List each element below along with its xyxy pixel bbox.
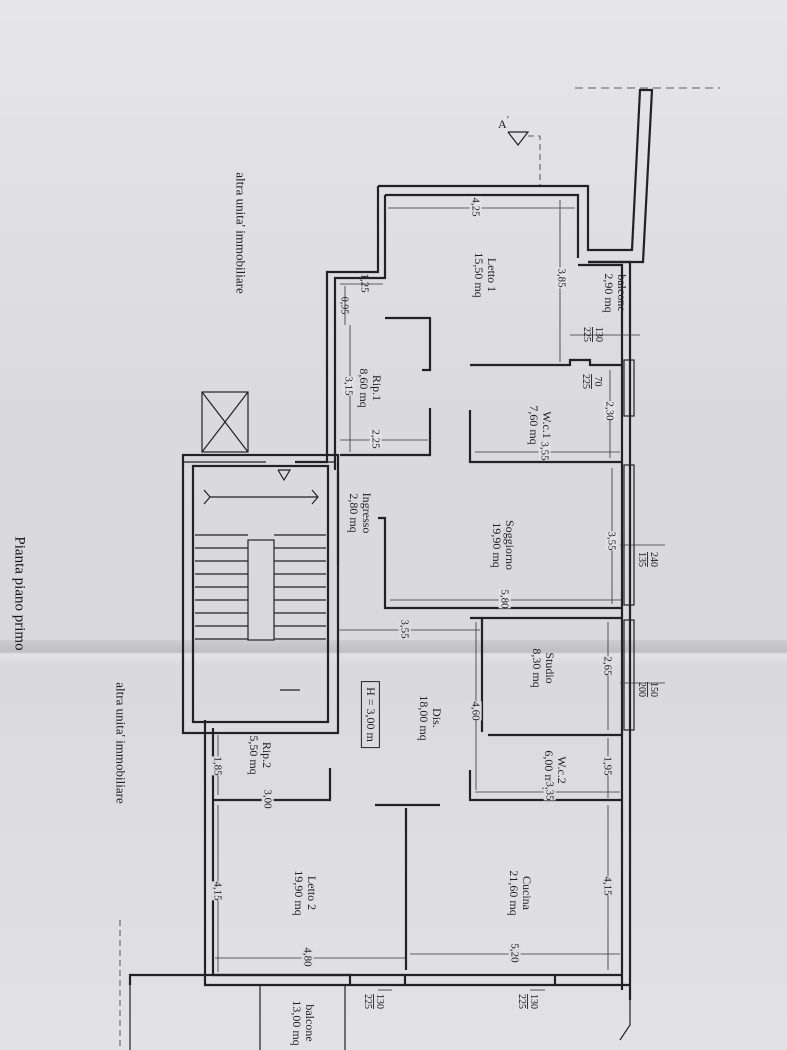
dim-label: 3,55 [605,531,618,551]
neighbor-top-label: altra unita' immobiliare [233,172,249,294]
svg-text:': ' [507,115,509,126]
page-title: Pianta piano primo [11,536,28,651]
dim-label: 3,00 [261,789,274,809]
dim-label: 4,25 [469,196,482,218]
dim-label: 2,30 [603,401,616,421]
dim-label: 3,35 [543,781,556,801]
dim-label: 2,65 [601,656,614,676]
dim-label: 5,20 [508,943,521,963]
section-marker: A ' [498,115,541,185]
bottom-balcony [119,920,631,1050]
dim-label: 4,80 [301,947,314,967]
paper-fold [0,640,787,666]
dim-label: 1,95 [601,756,614,776]
outer-walls [203,88,654,1000]
dim-label: 3,55 [538,441,551,461]
dim-label: 2,25 [369,429,382,449]
interior-walls [213,316,622,970]
dim-label: 0,95 [338,296,350,315]
dim-label: 1,25 [358,273,371,293]
stair-core [181,391,340,735]
dim-label: 3,85 [555,267,568,289]
dim-label: 1,85 [211,756,224,776]
neighbor-bottom-label: altra unita' immobiliare [113,682,129,804]
dim-label: 3,55 [398,619,411,639]
windows [623,359,635,731]
room-label-dis: Dis.18,00 mq [417,695,444,741]
height-label: H = 3,00 m [360,681,380,748]
dim-label: 4,60 [469,701,482,721]
dim-label: 4,15 [211,881,224,901]
dim-label: 4,15 [601,876,614,896]
dim-label: 5,80 [498,589,511,609]
section-marker-label: A [498,117,507,131]
dimension-lines [215,200,665,991]
dim-label: 3,15 [342,376,355,396]
